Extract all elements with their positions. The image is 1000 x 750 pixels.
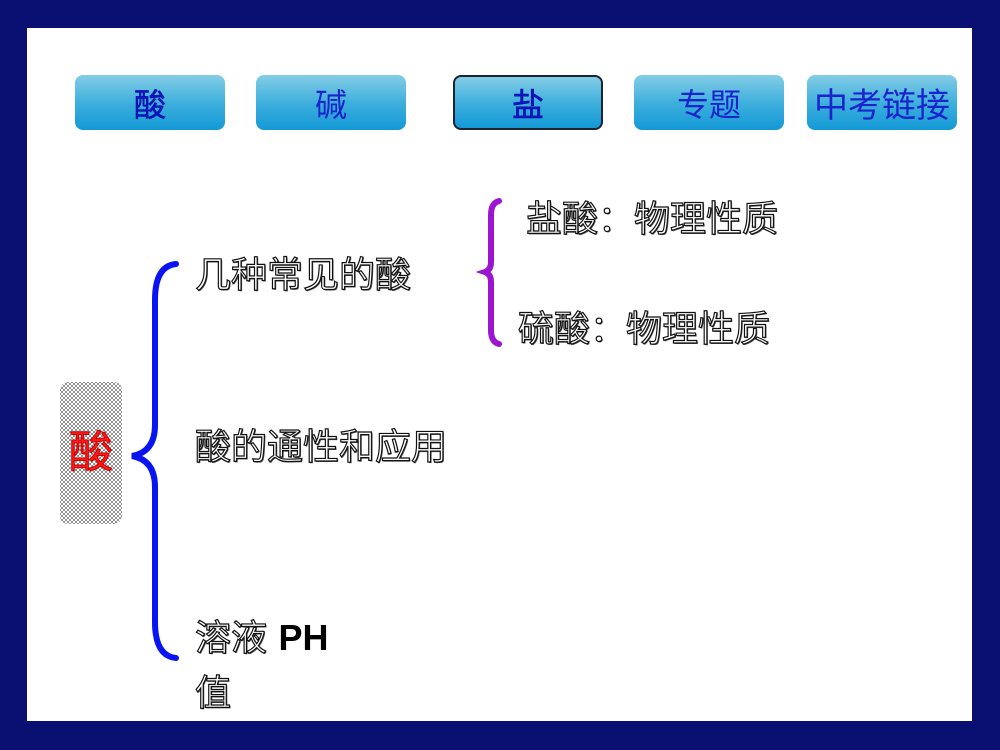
nav-button-label: 盐: [511, 85, 545, 124]
branch-solution-ph[interactable]: 溶液 PH: [194, 617, 329, 659]
slide-canvas: [27, 28, 972, 721]
sub-brace: [475, 198, 502, 347]
nav-button-label: 碱: [314, 85, 347, 124]
nav-button-base[interactable]: 碱: [256, 75, 406, 130]
branch-ph-en: PH: [278, 617, 329, 658]
nav-button-exam-links[interactable]: 中考链接: [807, 75, 957, 130]
branch-common-acids[interactable]: 几种常见的酸: [194, 255, 412, 296]
branch-acid-properties[interactable]: 酸的通性和应用: [194, 427, 448, 468]
branch-ph-tail: 值: [194, 673, 232, 714]
nav-button-label: 酸: [133, 85, 167, 124]
sub-branch-sulfuric-acid[interactable]: 硫酸：物理性质: [517, 309, 771, 350]
main-brace: [131, 261, 179, 661]
nav-button-acid[interactable]: 酸: [75, 75, 225, 130]
branch-ph-cn: 溶液: [194, 618, 268, 659]
root-node[interactable]: 酸: [60, 382, 122, 524]
nav-button-topics[interactable]: 专题: [634, 75, 784, 130]
nav-button-label: 中考链接: [814, 86, 950, 126]
nav-button-salt[interactable]: 盐: [453, 75, 603, 130]
root-node-label: 酸: [69, 427, 114, 478]
sub-branch-hydrochloric-acid[interactable]: 盐酸：物理性质: [525, 199, 779, 240]
nav-button-label: 专题: [676, 85, 741, 124]
